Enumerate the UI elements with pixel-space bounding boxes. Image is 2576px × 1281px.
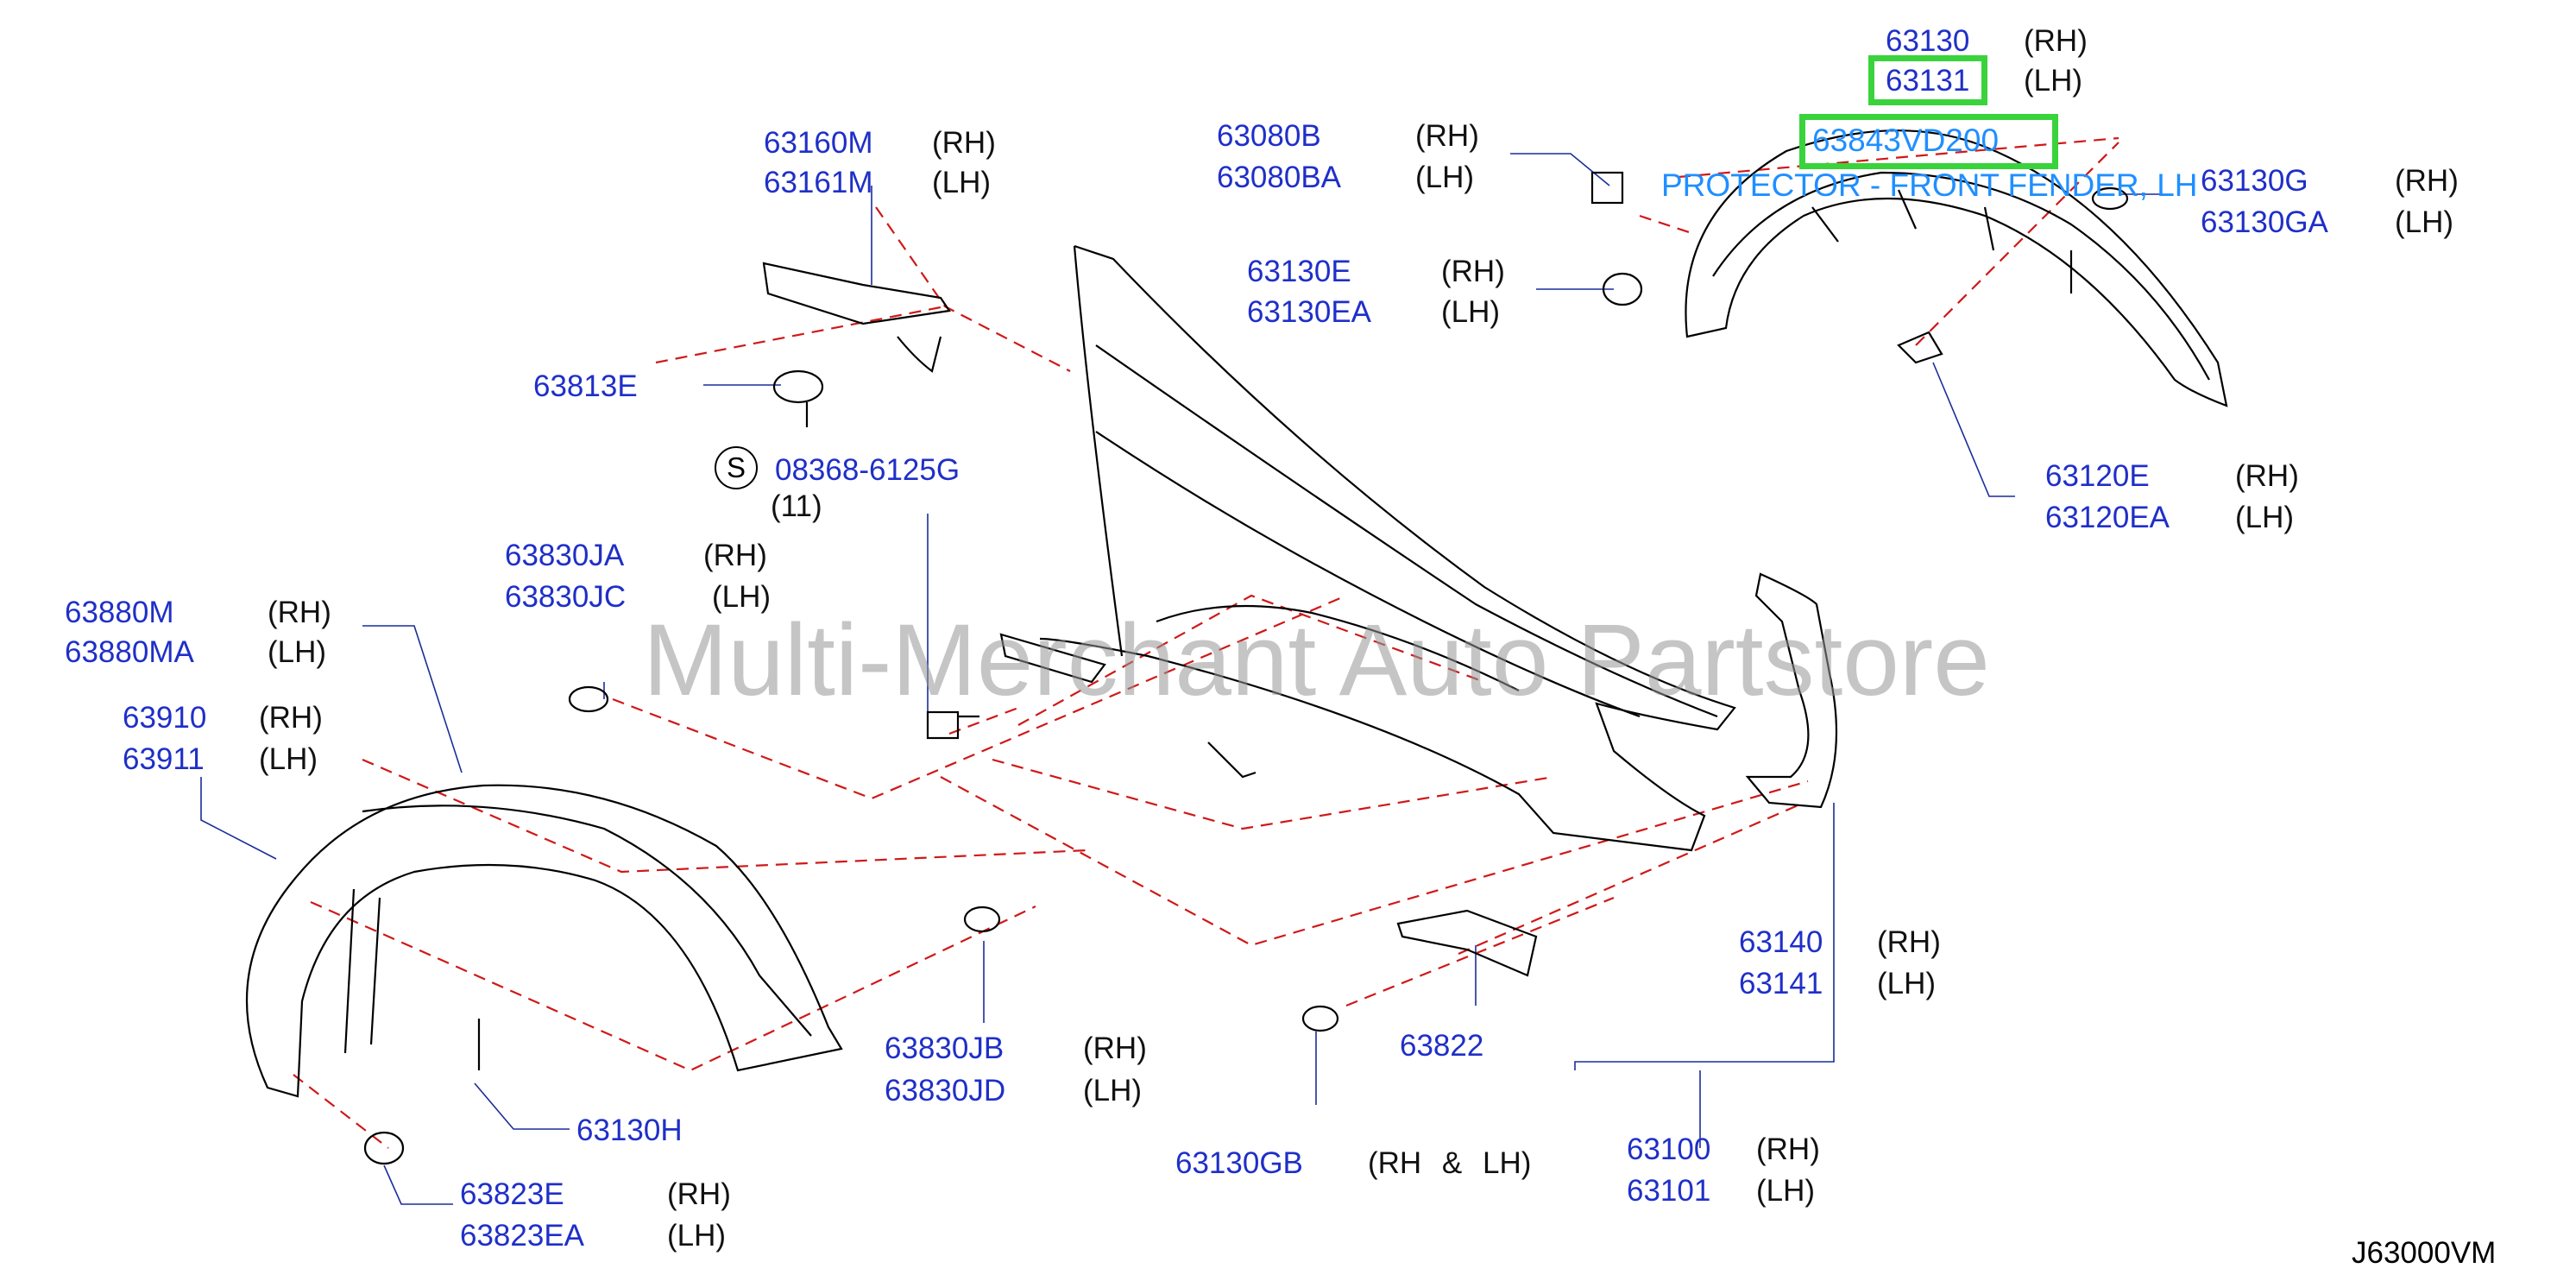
callout-side-63911: (LH) [259,742,318,776]
callout-side-63880m: (RH) [268,596,331,629]
selected-part-highlight [1868,55,1987,105]
callout-side-63823e: (RH) [667,1177,731,1211]
diagram-code: J63000VM [2352,1236,2497,1270]
callout-side-63080b: (RH) [1415,119,1479,153]
callout-part-63130e[interactable]: 63130E [1247,255,1351,288]
callout-part-63120e[interactable]: 63120E [2045,459,2150,493]
leader-lines [200,153,2162,1205]
callout-part-63130gb[interactable]: 63130GB [1175,1146,1303,1180]
callout-part-63161m[interactable]: 63161M [764,166,873,199]
callout-side-63830jd: (LH) [1083,1074,1143,1107]
callout-part-63130[interactable]: 63130 [1886,24,1970,58]
callout-part-63100[interactable]: 63100 [1627,1133,1711,1166]
callout-part-63823e[interactable]: 63823E [460,1177,564,1211]
callout-side-63130e: (RH) [1441,255,1505,288]
callout-part-63130g[interactable]: 63130G [2201,164,2308,198]
callout-side-63880ma: (LH) [268,635,327,669]
callout-part-63120ea[interactable]: 63120EA [2045,501,2170,534]
dashed-assembly-lines [293,136,2119,1149]
callout-side-63140: (RH) [1877,925,1941,959]
callout-part-63130h[interactable]: 63130H [576,1114,683,1147]
callout-part-63911[interactable]: 63911 [123,742,205,776]
callout-part-63830jb[interactable]: 63830JB [885,1032,1005,1065]
callout-side-63141: (LH) [1877,967,1937,1000]
callout-side-63910: (RH) [259,701,323,735]
callout-part-63830ja[interactable]: 63830JA [505,539,625,572]
callout-part-63080ba[interactable]: 63080BA [1217,161,1342,194]
callout-side-63101: (LH) [1756,1174,1816,1208]
callout-side-63830ja: (RH) [703,539,767,572]
callout-side-63130g: (RH) [2395,164,2459,198]
callout-side-63823ea: (LH) [667,1219,727,1253]
callout-side-63830jc: (LH) [712,580,772,614]
callout-part-63101[interactable]: 63101 [1627,1174,1711,1208]
tooltip-part-number[interactable]: 63843VD200 [1812,123,2000,158]
callout-part-63880m[interactable]: 63880M [65,596,174,629]
callout-side-63100: (RH) [1756,1133,1820,1166]
tooltip-highlight [1799,114,2058,169]
fasteners-and-brackets [363,171,2129,1165]
wheel-arch-extension [245,784,843,1098]
callout-part-63130ea[interactable]: 63130EA [1247,295,1372,329]
callout-side-63120ea: (LH) [2235,501,2295,534]
fender-protector [1685,129,2228,407]
callout-part-63880ma[interactable]: 63880MA [65,635,194,669]
callout-side-63161m: (LH) [932,166,992,199]
callout-part-63131[interactable]: 63131 [1886,64,1970,98]
callout-part-63830jc[interactable]: 63830JC [505,580,627,614]
callout-side-63830jb: (RH) [1083,1032,1147,1065]
callout-side-63130gb: (RH & LH) [1368,1146,1532,1180]
fender-panel [999,244,1736,852]
callout-side-63131: (LH) [2024,64,2083,98]
callout-side-63130: (RH) [2024,24,2088,58]
callout-part-63130ga[interactable]: 63130GA [2201,205,2328,239]
callout-part-63141[interactable]: 63141 [1739,967,1823,1000]
callout-side-63160m: (RH) [932,126,996,160]
callout-part-08368-6125g[interactable]: 08368-6125G [775,453,960,487]
callout-part-63140[interactable]: 63140 [1739,925,1823,959]
callout-part-63830jd[interactable]: 63830JD [885,1074,1006,1107]
callout-part-63822[interactable]: 63822 [1400,1029,1484,1063]
screw-symbol-icon: S [715,446,758,489]
callout-part-63813e[interactable]: 63813E [533,369,638,403]
callout-side-63120e: (RH) [2235,459,2299,493]
callout-qty-08368-6125g: (11) [771,489,822,523]
callout-side-63130ga: (LH) [2395,205,2454,239]
watermark: Multi-Merchant Auto Partstore [643,603,1990,717]
callout-side-63080ba: (LH) [1415,161,1475,194]
callout-part-63160m[interactable]: 63160M [764,126,873,160]
callout-part-63910[interactable]: 63910 [123,701,207,735]
tooltip-part-description: PROTECTOR - FRONT FENDER, LH [1661,167,2198,203]
callout-part-63080b[interactable]: 63080B [1217,119,1321,153]
callout-part-63823ea[interactable]: 63823EA [460,1219,585,1253]
callout-side-63130ea: (LH) [1441,295,1501,329]
